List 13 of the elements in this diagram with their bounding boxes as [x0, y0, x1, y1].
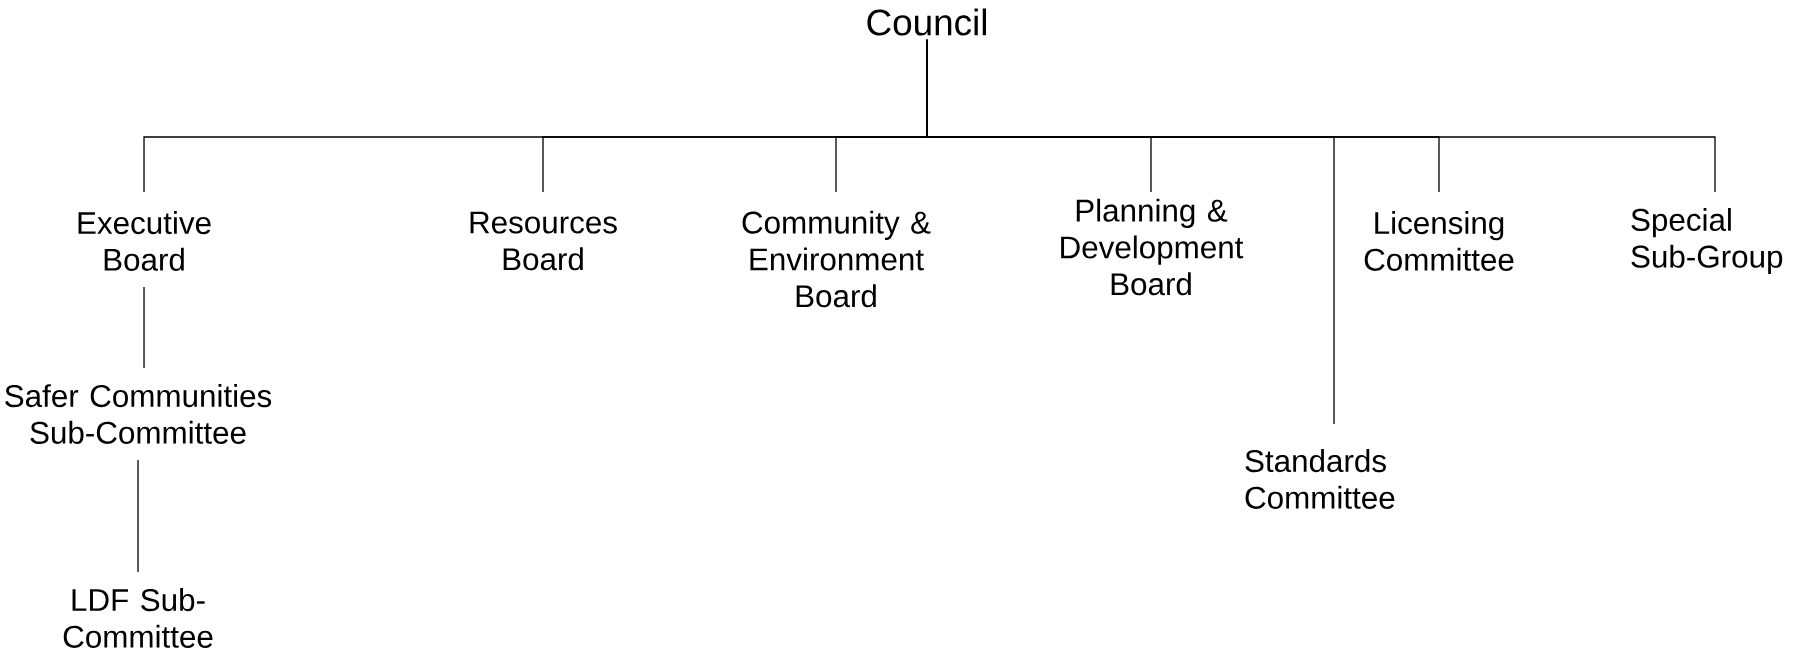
org-unit-label: Licensing Committee [1364, 211, 1514, 271]
connector-line [926, 39, 1716, 193]
org-unit-label: Community & Environment Board [742, 210, 931, 308]
connector-line [143, 286, 145, 369]
connector-line [137, 459, 139, 573]
org-unit-label: Safer Communities Sub-Committee [5, 384, 272, 444]
org-unit-label: Planning & Development Board [1061, 198, 1244, 296]
org-unit-label: Resources Board [470, 211, 617, 271]
org-unit-label: LDF Sub-Committee [63, 588, 213, 648]
org-unit-label: Standards Committee [1245, 449, 1395, 509]
org-unit-label: Council [867, 8, 986, 36]
org-unit-label: Executive Board [78, 211, 211, 271]
org-unit-label: Special Sub-Group [1631, 208, 1783, 274]
